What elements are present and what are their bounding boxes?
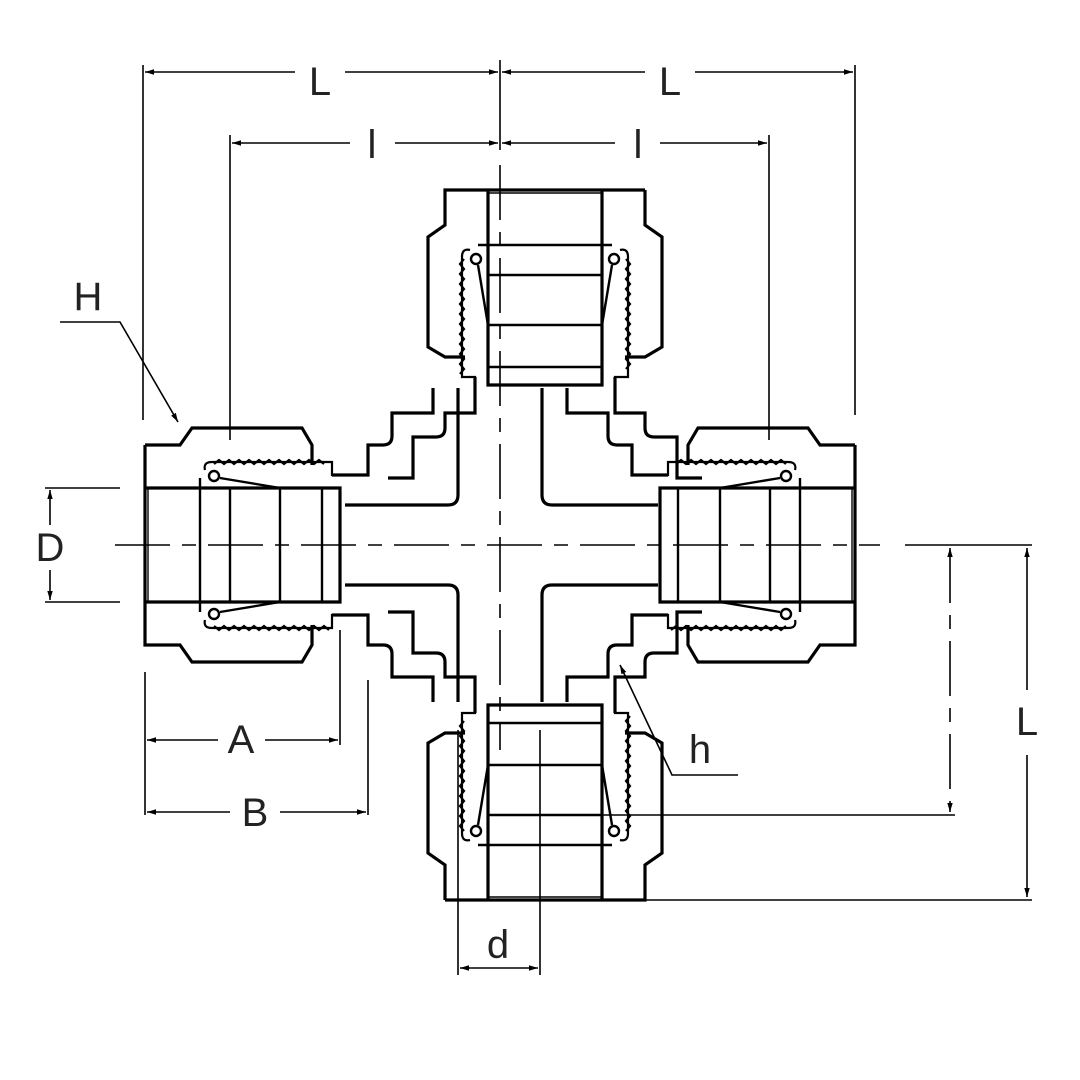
dim-label-L-top-left: L (309, 60, 331, 104)
dim-label-B: B (242, 791, 269, 835)
dim-label-A: A (228, 718, 255, 762)
dim-label-d: d (487, 923, 509, 967)
body-bore (345, 388, 658, 702)
top-arm (386, 188, 704, 480)
dim-label-L-right: L (1016, 700, 1038, 744)
dimension-lines (47, 69, 1030, 971)
dim-label-h: h (689, 728, 711, 772)
bottom-arm (386, 610, 704, 902)
dim-label-H: H (74, 275, 103, 319)
dim-label-l-top-right: l (634, 123, 643, 167)
dim-label-D: D (36, 526, 65, 570)
dim-label-L-top-right: L (659, 60, 681, 104)
extension-lines (45, 60, 1032, 975)
dim-label-l-top-left: l (368, 123, 377, 167)
